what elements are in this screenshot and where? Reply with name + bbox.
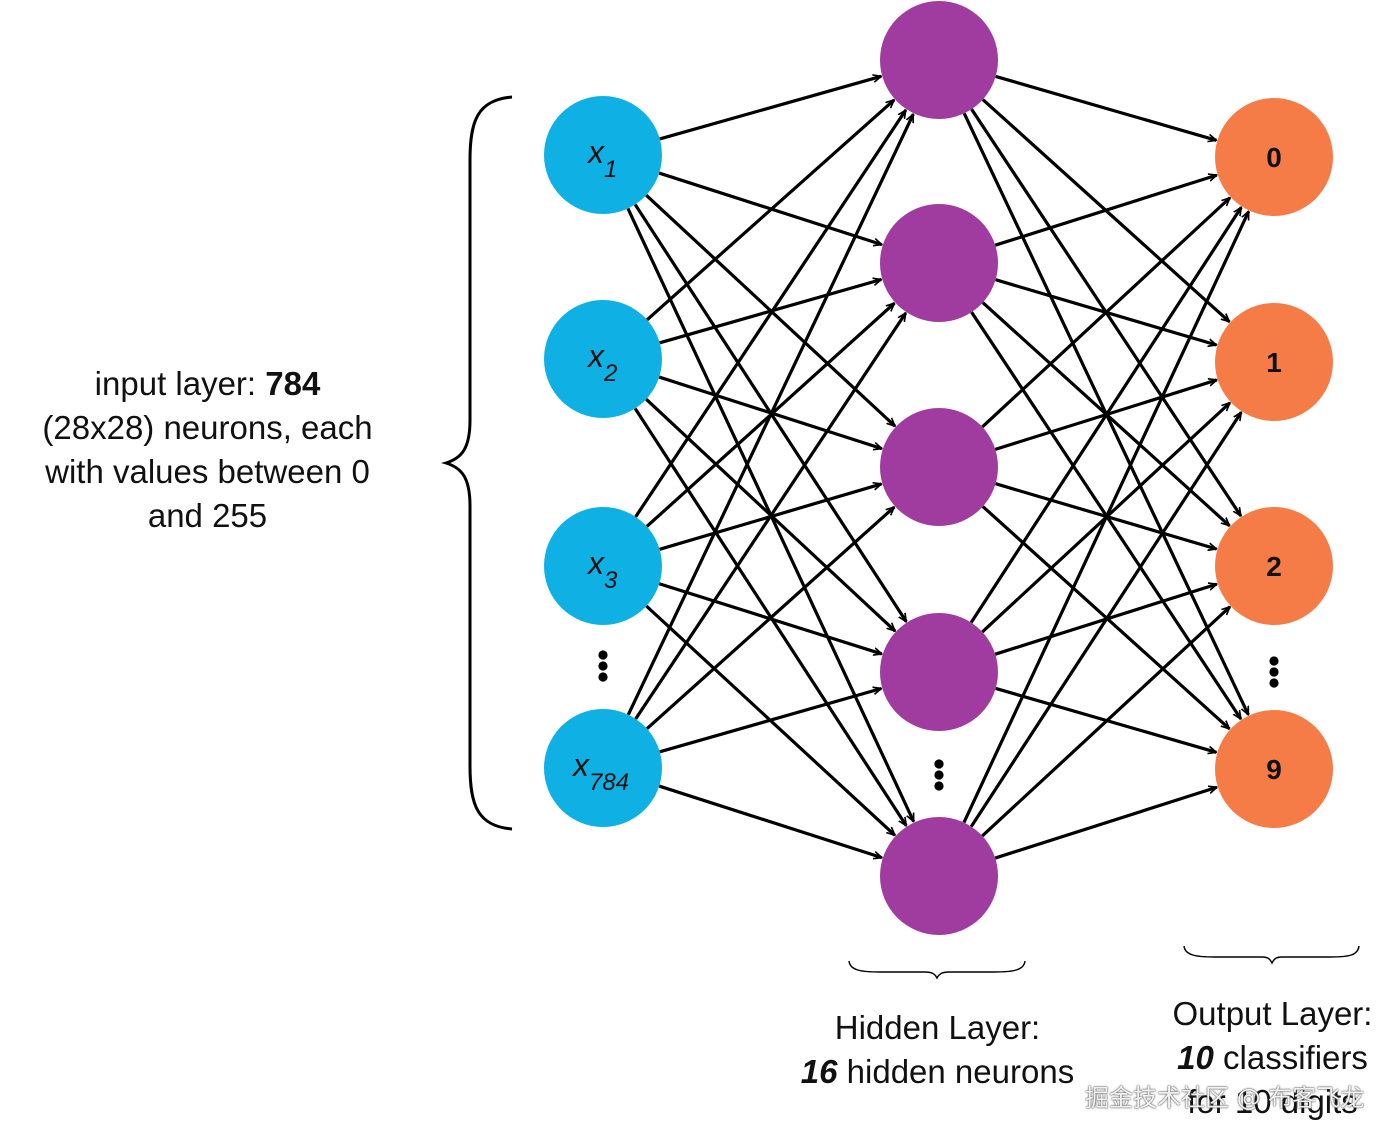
output-neuron: 0: [1215, 98, 1333, 216]
hidden-label-title: Hidden Layer:: [834, 1009, 1041, 1046]
output-classifier-count: 10: [1177, 1039, 1214, 1076]
input-label-line4: and 255: [147, 497, 268, 534]
edge-input0-to-hidden0: [659, 76, 881, 141]
hidden-label-rest: hidden neurons: [837, 1053, 1075, 1090]
hidden-neuron: [880, 408, 998, 526]
input-label-prefix: input layer:: [94, 365, 266, 402]
hidden-neuron: [880, 1, 998, 119]
watermark: 掘金技术社区 @ 布客飞龙: [1085, 1084, 1365, 1112]
edge-hidden0-to-output0: [995, 74, 1217, 140]
input-ellipsis-icon: [598, 650, 608, 682]
input-neuron: x1: [544, 96, 662, 214]
input-neuron: x2: [544, 300, 662, 418]
hidden-layer-label: Hidden Layer: 16 hidden neurons: [760, 1006, 1115, 1094]
output-label-line3: for 10 digits: [1187, 1083, 1358, 1120]
output-ellipsis-icon: [1269, 656, 1279, 688]
edge-hidden1-to-output0: [994, 175, 1217, 247]
output-layer-brace: [1183, 945, 1360, 965]
output-label-title: Output Layer:: [1172, 995, 1373, 1032]
input-neuron: x3: [544, 507, 662, 625]
edge-input1-to-hidden0: [646, 100, 894, 321]
edge-input3-to-hidden0: [626, 114, 915, 716]
edge-hidden4-to-output1: [969, 412, 1243, 828]
edge-input3-to-hidden4: [658, 784, 882, 858]
hidden-neuron: [880, 817, 998, 935]
edge-input2-to-hidden0: [634, 110, 908, 518]
input-label-line3: with values between 0: [45, 453, 370, 490]
output-neuron: 9: [1215, 710, 1333, 828]
input-label-line2: (28x28) neurons, each: [42, 409, 373, 446]
ellipsis-markers: [598, 650, 1279, 791]
hidden-neuron: [880, 613, 998, 731]
output-layer-label: Output Layer: 10 classifiers for 10 digi…: [1150, 992, 1395, 1124]
hidden-neuron: [880, 204, 998, 322]
input-layer-label: input layer: 784 (28x28) neurons, each w…: [0, 362, 415, 538]
output-neuron-label: 1: [1266, 347, 1282, 378]
layer-braces: [440, 95, 1360, 980]
edge-hidden4-to-output3: [994, 787, 1217, 860]
output-neuron: 1: [1215, 303, 1333, 421]
output-neuron: 2: [1215, 507, 1333, 625]
input-layer-brace: [440, 95, 513, 831]
edge-hidden4-to-output2: [981, 607, 1230, 838]
input-neuron-count: 784: [265, 365, 321, 402]
edge-hidden4-to-output0: [962, 211, 1251, 824]
neuron-nodes: x1 x2 x3 x784 0 1 2 9: [544, 1, 1333, 935]
output-label-rest: classifiers: [1213, 1039, 1368, 1076]
hidden-ellipsis-icon: [934, 759, 944, 791]
hidden-layer-brace: [848, 960, 1026, 980]
hidden-neuron-count: 16: [800, 1053, 838, 1090]
edge-hidden2-to-output0: [981, 198, 1230, 429]
input-neuron: x784: [544, 709, 662, 827]
output-neuron-label: 9: [1266, 754, 1282, 785]
input-neuron-label: x2: [586, 338, 617, 387]
edge-input3-to-hidden3: [659, 688, 882, 754]
connection-edges: [626, 74, 1251, 860]
output-neuron-label: 2: [1266, 551, 1282, 582]
output-neuron-label: 0: [1266, 142, 1282, 173]
edge-hidden3-to-output0: [969, 207, 1243, 624]
edge-input3-to-hidden1: [634, 313, 908, 720]
edge-input3-to-hidden2: [645, 507, 894, 730]
